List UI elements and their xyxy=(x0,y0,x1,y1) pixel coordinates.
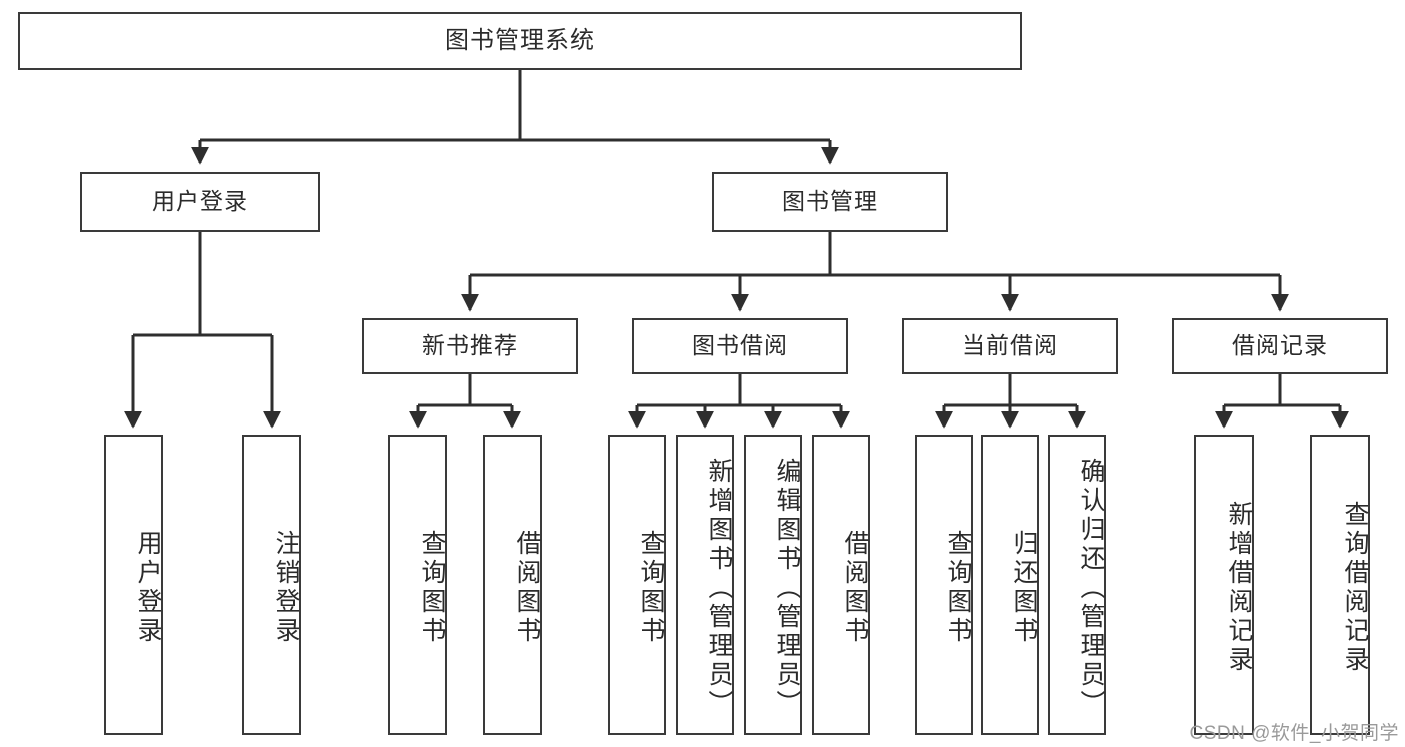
node-new-book-recommend[interactable]: 新书推荐 xyxy=(362,318,578,374)
leaf-query-book-3[interactable]: 查询图书 xyxy=(915,435,973,735)
leaf-query-book-2[interactable]: 查询图书 xyxy=(608,435,666,735)
leaf-add-record[interactable]: 新增借阅记录 xyxy=(1194,435,1254,735)
leaf-confirm-return[interactable]: 确认归还（管理员） xyxy=(1048,435,1106,735)
leaf-user-login[interactable]: 用户登录 xyxy=(104,435,163,735)
node-book-borrow[interactable]: 图书借阅 xyxy=(632,318,848,374)
node-user-login[interactable]: 用户登录 xyxy=(80,172,320,232)
leaf-query-book-1[interactable]: 查询图书 xyxy=(388,435,447,735)
leaf-edit-book[interactable]: 编辑图书（管理员） xyxy=(744,435,802,735)
leaf-return-book[interactable]: 归还图书 xyxy=(981,435,1039,735)
leaf-add-book[interactable]: 新增图书（管理员） xyxy=(676,435,734,735)
leaf-borrow-book-1[interactable]: 借阅图书 xyxy=(483,435,542,735)
node-borrow-record[interactable]: 借阅记录 xyxy=(1172,318,1388,374)
leaf-logout-login[interactable]: 注销登录 xyxy=(242,435,301,735)
leaf-query-record[interactable]: 查询借阅记录 xyxy=(1310,435,1370,735)
node-current-borrow[interactable]: 当前借阅 xyxy=(902,318,1118,374)
csdn-watermark: CSDN @软件_小贺同学 xyxy=(1189,723,1399,744)
leaf-borrow-book-2[interactable]: 借阅图书 xyxy=(812,435,870,735)
node-book-manage[interactable]: 图书管理 xyxy=(712,172,948,232)
node-root[interactable]: 图书管理系统 xyxy=(18,12,1022,70)
